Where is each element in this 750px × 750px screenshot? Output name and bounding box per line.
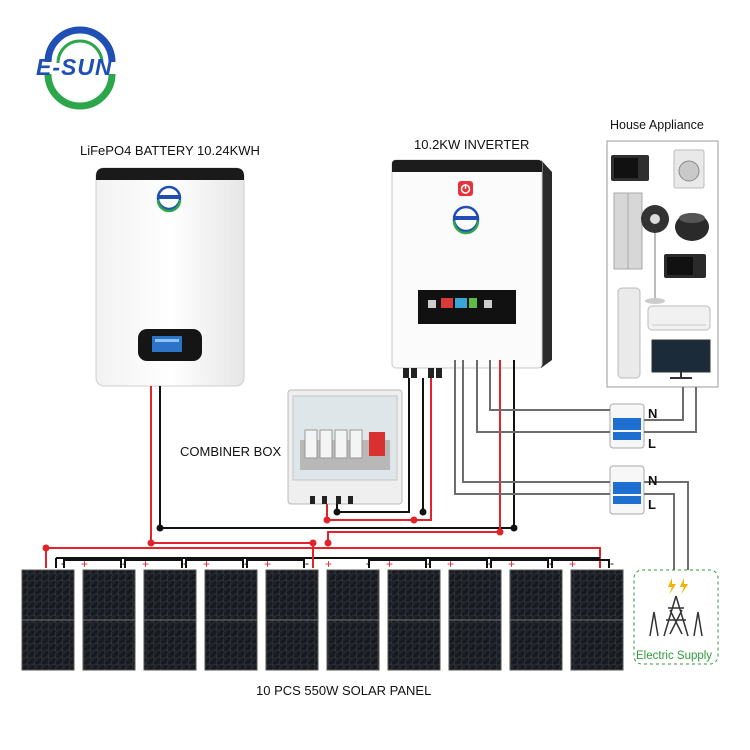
solar-panel <box>21 569 75 671</box>
panel-plus-marker: + <box>142 557 150 571</box>
appliance-panel <box>606 140 719 388</box>
solar-panel <box>204 569 258 671</box>
combiner-label: COMBINER BOX <box>180 444 282 459</box>
rice-cooker-icon <box>675 213 709 241</box>
solar-panel-array <box>21 569 624 671</box>
brand-logo-text: E-SUN <box>36 54 113 80</box>
brand-logo <box>44 26 116 110</box>
panel-series-wires <box>63 559 610 568</box>
panel-plus-marker: + <box>203 557 211 571</box>
ac-breaker-grid <box>609 465 645 515</box>
solar-panel <box>509 569 563 671</box>
oven-icon <box>664 254 706 278</box>
fan-icon <box>641 205 669 304</box>
panel-plus-marker: + <box>508 557 516 571</box>
air-conditioner-tower-icon <box>617 287 641 379</box>
panel-plus-marker: + <box>325 557 333 571</box>
ac-breaker-house <box>609 403 645 449</box>
inverter-unit <box>391 159 552 378</box>
breaker-house-l-label: L <box>648 436 656 451</box>
washing-machine-icon <box>673 149 705 189</box>
television-icon <box>651 339 711 379</box>
breaker-grid-n-label: N <box>648 473 658 488</box>
solar-panel <box>448 569 502 671</box>
panel-minus-marker: - <box>366 556 370 570</box>
panel-minus-marker: - <box>305 556 309 570</box>
battery-label: LiFePO4 BATTERY 10.24KWH <box>80 143 260 158</box>
panel-minus-marker: - <box>427 556 431 570</box>
solar-panel <box>143 569 197 671</box>
air-conditioner-icon <box>647 305 711 331</box>
panel-plus-marker: + <box>81 557 89 571</box>
electric-supply-box <box>633 569 719 665</box>
solar-panel <box>387 569 441 671</box>
inverter-label: 10.2KW INVERTER <box>414 137 530 152</box>
solar-panel <box>82 569 136 671</box>
inverter-logo-icon <box>452 205 480 235</box>
panel-minus-marker: - <box>244 556 248 570</box>
panel-minus-marker: - <box>488 556 492 570</box>
panel-plus-marker: + <box>447 557 455 571</box>
panel-plus-marker: + <box>569 557 577 571</box>
appliance-label: House Appliance <box>610 118 704 132</box>
battery-unit <box>95 167 245 387</box>
solar-panel <box>265 569 319 671</box>
breaker-grid-l-label: L <box>648 497 656 512</box>
solar-panel-label: 10 PCS 550W SOLAR PANEL <box>256 683 432 698</box>
panel-plus-marker: + <box>264 557 272 571</box>
panel-minus-marker: - <box>610 556 614 570</box>
refrigerator-icon <box>613 192 643 270</box>
panel-minus-marker: - <box>183 556 187 570</box>
electric-supply-label: Electric Supply <box>636 650 713 662</box>
solar-panel <box>570 569 624 671</box>
breaker-house-n-label: N <box>648 406 658 421</box>
lightning-icon <box>668 578 688 595</box>
microwave-icon <box>611 155 649 181</box>
panel-plus-marker: + <box>386 557 394 571</box>
junction-dots <box>42 508 518 552</box>
panel-minus-marker: - <box>549 556 553 570</box>
power-tower-icon <box>649 595 703 637</box>
combiner-box <box>287 389 403 505</box>
panel-minus-marker: - <box>122 556 126 570</box>
solar-panel <box>326 569 380 671</box>
panel-minus-marker: - <box>61 556 65 570</box>
battery-logo-icon <box>156 185 182 213</box>
